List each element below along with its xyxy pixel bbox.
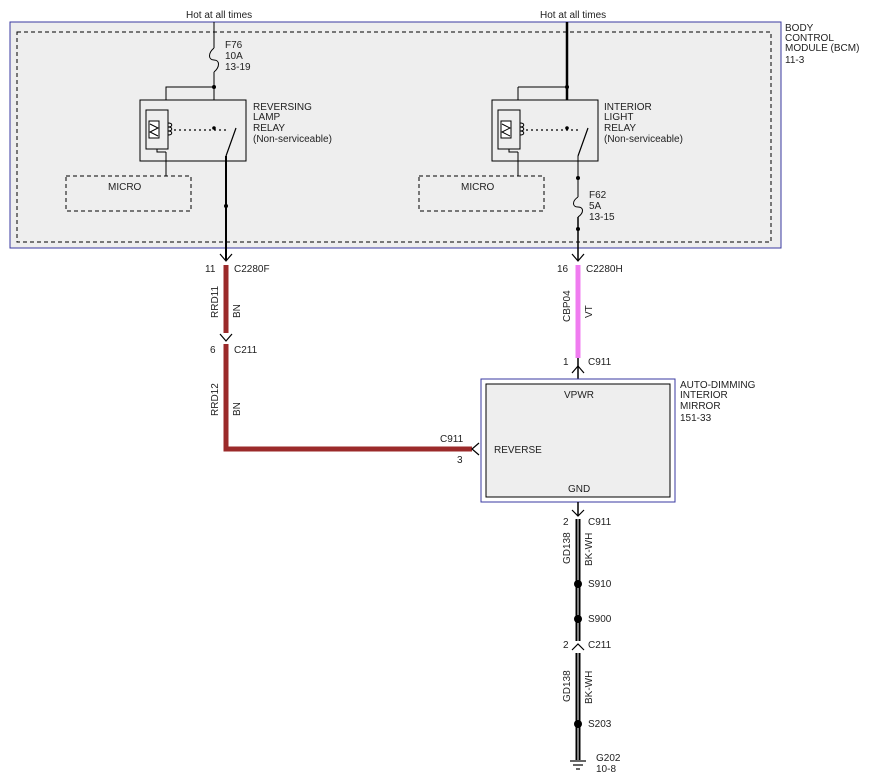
- interior-relay-label-3: RELAY: [604, 123, 636, 134]
- c2280f-label: C2280F: [234, 264, 270, 275]
- interior-relay-contact-top: [565, 126, 569, 130]
- connector-c911-gnd-arrow: [571, 509, 585, 517]
- reversing-relay-contact-top: [212, 126, 216, 130]
- connector-c211-bottom-arrow: [571, 643, 585, 651]
- c2280h-label: C2280H: [586, 264, 623, 275]
- circuit-gd138-b-color: BK-WH: [584, 671, 595, 704]
- interior-relay-coil-loops: [519, 122, 525, 136]
- bcm-ref: 11-3: [785, 55, 805, 66]
- mirror-pin-vpwr: VPWR: [564, 390, 594, 401]
- splice-s203-label: S203: [588, 719, 612, 730]
- ground-g202-label: G202: [596, 753, 621, 764]
- c211-bottom-label: C211: [588, 640, 612, 651]
- interior-relay-label-4: (Non-serviceable): [604, 134, 683, 145]
- connector-c911-reverse-arrow: [471, 442, 480, 456]
- reversing-relay-label-3: RELAY: [253, 123, 285, 134]
- interior-relay-switch-arm: [577, 127, 589, 157]
- fuse-f76-ref: 13-19: [225, 62, 251, 73]
- junction-f62: [576, 227, 580, 231]
- reversing-relay-label-4: (Non-serviceable): [253, 134, 332, 145]
- fuse-f76-name: F76: [225, 40, 243, 51]
- c2280f-pin: 11: [205, 264, 216, 275]
- c911-reverse-pin: 3: [457, 455, 463, 466]
- fuse-f76-symbol: [209, 47, 219, 73]
- c911-vpwr-pin: 1: [563, 357, 569, 368]
- reversing-relay-coil-loops: [167, 122, 173, 136]
- fuse-f62-rating: 5A: [589, 201, 602, 212]
- wire-rrd12: [223, 344, 472, 452]
- mirror-ref: 151-33: [680, 413, 712, 424]
- fuse-f62-symbol: [573, 196, 583, 218]
- bcm-module-inner-dashed: [16, 31, 772, 243]
- connector-c2280h-arrow: [571, 253, 585, 262]
- c911-gnd-label: C911: [588, 517, 612, 528]
- c2280h-pin: 16: [557, 264, 569, 275]
- c211-bottom-pin: 2: [563, 640, 569, 651]
- circuit-rrd11-color: BN: [232, 304, 243, 318]
- c911-vpwr-label: C911: [588, 357, 612, 368]
- circuit-gd138-a-label: GD138: [562, 532, 573, 564]
- junction-reversing-output: [224, 204, 228, 208]
- circuit-gd138-b-label: GD138: [562, 670, 573, 702]
- micro-box-left-label: MICRO: [108, 182, 142, 193]
- circuit-cbp04-label: CBP04: [562, 290, 573, 322]
- interior-relay-coil-zigzag: [500, 123, 512, 137]
- micro-box-right-label: MICRO: [461, 182, 495, 193]
- reversing-relay-coil-ground: [156, 149, 166, 153]
- interior-relay-coil-ground: [508, 149, 518, 153]
- junction-interior-output: [576, 176, 580, 180]
- micro-box-right: [418, 175, 545, 212]
- splice-s900-label: S900: [588, 614, 612, 625]
- ground-g202-ref: 10-8: [596, 764, 616, 775]
- bcm-label-line2: CONTROL: [785, 33, 834, 44]
- splice-s900-dot: [574, 615, 582, 623]
- c211-top-label: C211: [234, 345, 258, 356]
- reversing-relay-label-1: REVERSING: [253, 102, 312, 113]
- micro-box-left: [65, 175, 192, 212]
- mirror-label-line1: AUTO-DIMMING: [680, 380, 756, 391]
- mirror-label-line3: MIRROR: [680, 401, 721, 412]
- splice-s910-dot: [574, 580, 582, 588]
- fuse-f62-name: F62: [589, 190, 607, 201]
- mirror-pin-gnd: GND: [568, 484, 590, 495]
- circuit-cbp04-color: VT: [584, 305, 595, 318]
- connector-c2280f-arrow: [219, 253, 233, 262]
- bcm-module-box: [9, 21, 782, 249]
- interior-relay-label-2: LIGHT: [604, 112, 633, 123]
- circuit-gd138-a-color: BK-WH: [584, 533, 595, 566]
- junction-right-feed: [565, 85, 569, 89]
- fuse-f76-rating: 10A: [225, 51, 243, 62]
- circuit-rrd12-color: BN: [232, 402, 243, 416]
- hot-at-all-times-right: Hot at all times: [540, 10, 606, 21]
- reversing-relay-label-2: LAMP: [253, 112, 281, 123]
- fuse-f62-ref: 13-15: [589, 212, 615, 223]
- mirror-pin-reverse: REVERSE: [494, 445, 542, 456]
- bcm-label-line3: MODULE (BCM): [785, 43, 859, 54]
- c911-gnd-pin: 2: [563, 517, 569, 528]
- splice-s203-dot: [574, 720, 582, 728]
- interior-relay-label-1: INTERIOR: [604, 102, 652, 113]
- bcm-label-line1: BODY: [785, 23, 814, 34]
- c211-top-pin: 6: [210, 345, 216, 356]
- splice-s910-label: S910: [588, 579, 612, 590]
- c911-reverse-label: C911: [440, 434, 464, 445]
- mirror-label-line2: INTERIOR: [680, 390, 728, 401]
- hot-at-all-times-left: Hot at all times: [186, 10, 252, 21]
- reversing-relay-coil-zigzag: [148, 123, 160, 137]
- connector-c211-top-arrow: [219, 333, 233, 342]
- circuit-rrd12-label: RRD12: [210, 383, 221, 416]
- circuit-rrd11-label: RRD11: [210, 286, 221, 318]
- mirror-module-inner: [485, 383, 671, 498]
- reversing-relay-switch-arm: [225, 127, 237, 157]
